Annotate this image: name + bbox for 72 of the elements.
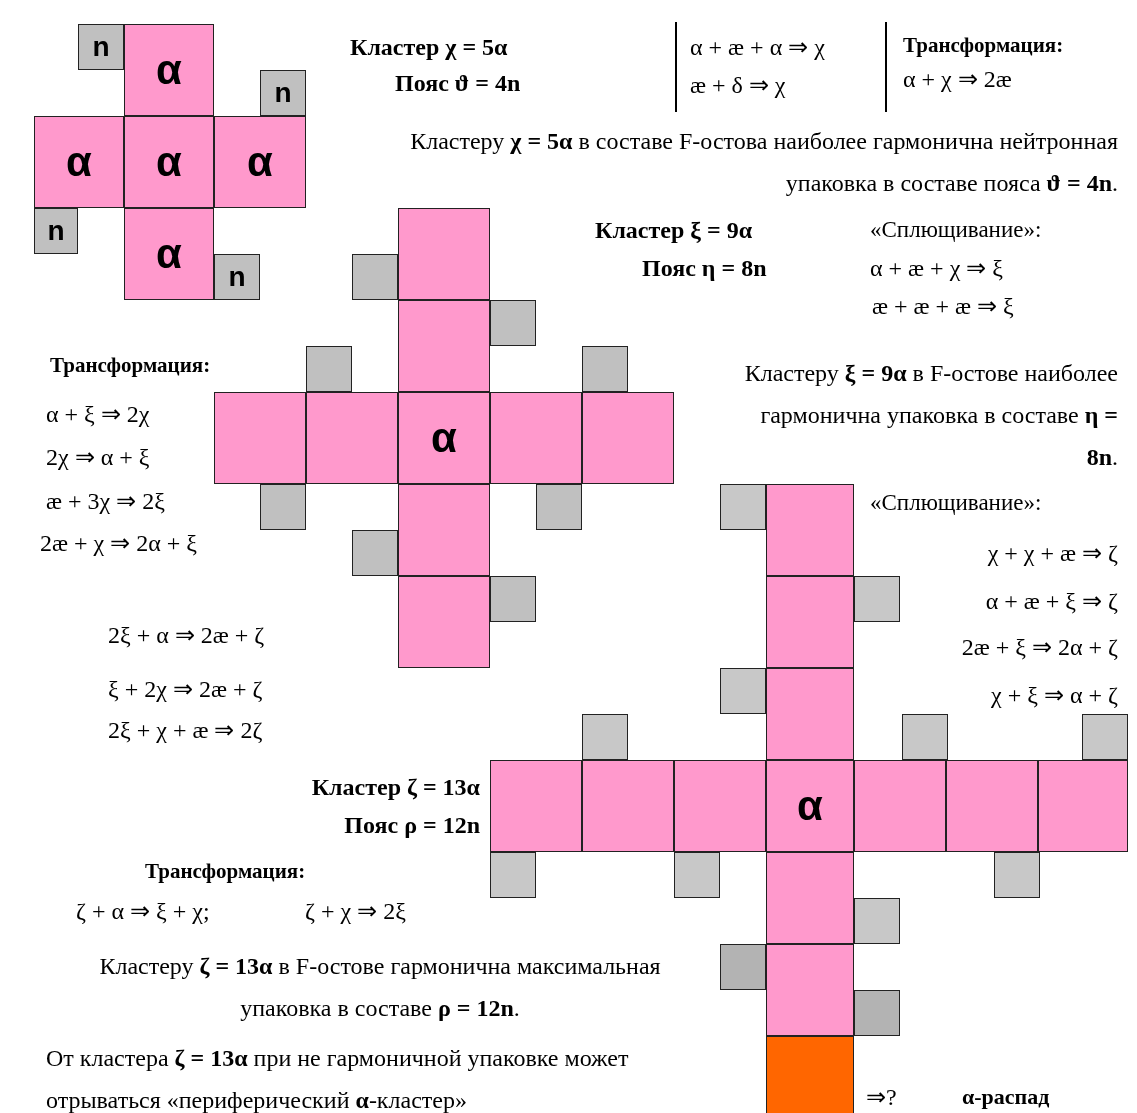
belt-formula: Пояс ρ = 12n xyxy=(343,811,480,840)
equation: 2ξ + α ⇒ 2æ + ζ xyxy=(108,621,265,650)
equation: α + æ + α ⇒ χ xyxy=(690,33,825,62)
equation: α + χ ⇒ 2æ xyxy=(903,65,1012,94)
alpha-cluster-square: α xyxy=(34,116,124,208)
description-text: От кластера ζ = 13α при не гармоничной упаковке может отрываться «периферический α-кластер» xyxy=(46,1044,630,1113)
alpha-cluster-square: α xyxy=(766,760,854,852)
alpha-cluster-square: α xyxy=(124,208,214,300)
description-text: Кластеру χ = 5α в составе F-остова наиболее гармонична нейтронная упаковка в составе пояса ϑ = 4n. xyxy=(409,127,1118,198)
empty-square xyxy=(854,576,900,622)
heading: Трансформация: xyxy=(50,352,211,379)
empty-square xyxy=(854,898,900,944)
empty-square xyxy=(306,346,352,392)
equation: χ + ξ ⇒ α + ζ xyxy=(990,681,1118,710)
empty-square xyxy=(674,852,720,898)
equation: ζ + α ⇒ ξ + χ; xyxy=(76,897,210,926)
empty-square xyxy=(766,1036,854,1113)
alpha-cluster-square: α xyxy=(124,24,214,116)
neutron-square: n xyxy=(214,254,260,300)
equation: χ + χ + æ ⇒ ζ xyxy=(986,539,1118,568)
description-text: Кластеру ζ = 13α в F-остове гармонична максимальная упаковка в составе ρ = 12n. xyxy=(98,952,662,1023)
empty-square xyxy=(994,852,1040,898)
alpha-cluster-square: α xyxy=(124,116,214,208)
description-text: Кластеру ξ = 9α в F-остове наиболее гармонична упаковка в составе η = 8n. xyxy=(743,359,1118,472)
empty-square xyxy=(582,346,628,392)
equation: æ + δ ⇒ χ xyxy=(690,71,786,100)
arrow-question-text: ⇒? xyxy=(866,1083,897,1112)
belt-formula: Пояс η = 8n xyxy=(642,254,767,283)
empty-square xyxy=(854,990,900,1036)
empty-square xyxy=(398,300,490,392)
heading: «Сплющивание»: xyxy=(870,216,1042,244)
empty-square xyxy=(352,254,398,300)
equation: æ + 3χ ⇒ 2ξ xyxy=(46,487,165,516)
equation: 2ξ + χ + æ ⇒ 2ζ xyxy=(108,716,263,745)
empty-square xyxy=(1038,760,1128,852)
equation: 2χ ⇒ α + ξ xyxy=(46,443,150,472)
equation: α + æ + ξ ⇒ ζ xyxy=(984,587,1118,616)
empty-square xyxy=(720,668,766,714)
heading: Трансформация: xyxy=(903,32,1064,59)
equation: 2æ + χ ⇒ 2α + ξ xyxy=(40,529,197,558)
empty-square xyxy=(902,714,948,760)
equation: æ + æ + æ ⇒ ξ xyxy=(872,292,1014,321)
empty-square xyxy=(260,484,306,530)
belt-formula: Пояс ϑ = 4n xyxy=(395,69,521,98)
equation: 2æ + ξ ⇒ 2α + ζ xyxy=(960,633,1118,662)
empty-square xyxy=(720,484,766,530)
heading: «Сплющивание»: xyxy=(870,489,1042,517)
equation: α + æ + χ ⇒ ξ xyxy=(870,254,1003,283)
equation: ξ + 2χ ⇒ 2æ + ζ xyxy=(108,675,263,704)
neutron-square: n xyxy=(260,70,306,116)
empty-square xyxy=(352,530,398,576)
empty-square xyxy=(398,576,490,668)
alpha-cluster-square: α xyxy=(398,392,490,484)
empty-square xyxy=(536,484,582,530)
decay-label: α-распад xyxy=(962,1083,1050,1111)
empty-square xyxy=(582,714,628,760)
empty-square xyxy=(398,484,490,576)
empty-square xyxy=(490,852,536,898)
equation: α + ξ ⇒ 2χ xyxy=(46,400,150,429)
empty-square xyxy=(720,944,766,990)
neutron-square: n xyxy=(78,24,124,70)
equation: ζ + χ ⇒ 2ξ xyxy=(305,897,406,926)
heading: Трансформация: xyxy=(145,858,306,885)
cluster-formula: Кластер χ = 5α xyxy=(350,33,508,62)
empty-square xyxy=(490,300,536,346)
cluster-formula: Кластер ξ = 9α xyxy=(595,216,753,245)
empty-square xyxy=(398,208,490,300)
empty-square xyxy=(490,576,536,622)
neutron-square: n xyxy=(34,208,78,254)
cluster-formula: Кластер ζ = 13α xyxy=(310,773,480,802)
alpha-cluster-square: α xyxy=(214,116,306,208)
empty-square xyxy=(1082,714,1128,760)
